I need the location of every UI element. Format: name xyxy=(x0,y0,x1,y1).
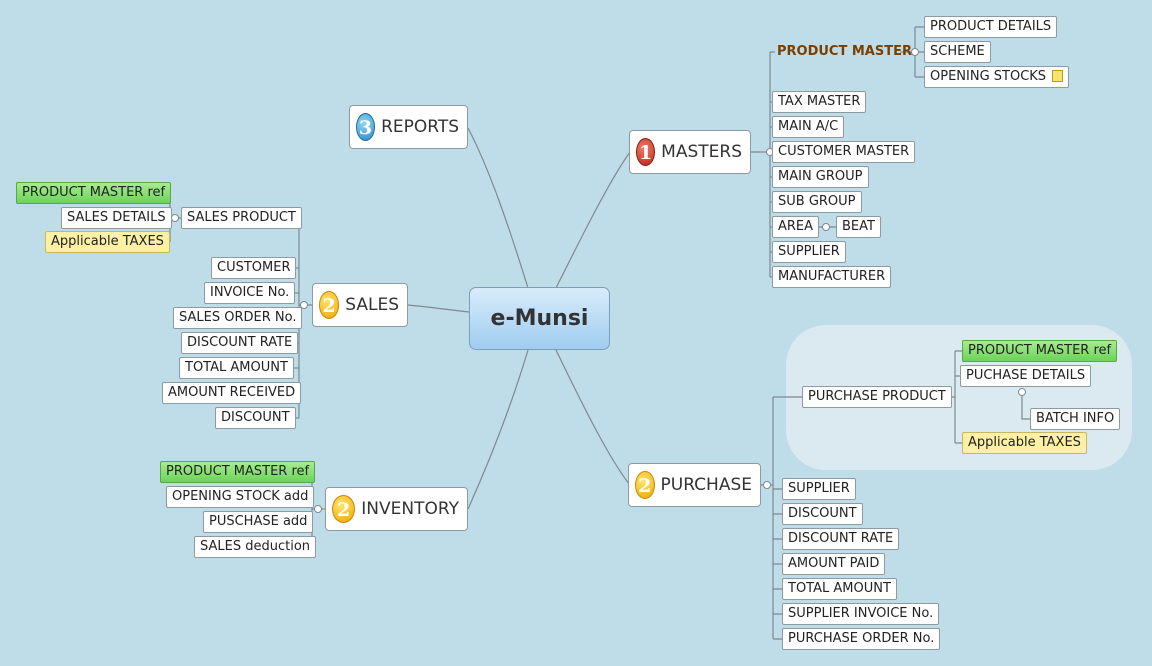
number-2-gold-icon: 2 xyxy=(635,471,655,499)
topic-reports-label: REPORTS xyxy=(381,117,459,137)
tax-master-node[interactable]: TAX MASTER xyxy=(772,91,867,113)
topic-inventory-label: INVENTORY xyxy=(361,499,459,519)
supplier-node[interactable]: SUPPLIER xyxy=(772,241,846,263)
sales-customer-node[interactable]: CUSTOMER xyxy=(211,257,297,279)
product-details-node[interactable]: PRODUCT DETAILS xyxy=(924,16,1058,38)
topic-masters[interactable]: 1 MASTERS xyxy=(629,130,751,174)
purchase-total-amount-node[interactable]: TOTAL AMOUNT xyxy=(782,578,897,600)
invoice-no-node[interactable]: INVOICE No. xyxy=(204,282,296,304)
note-icon[interactable] xyxy=(1052,69,1064,82)
manufacturer-node[interactable]: MANUFACTURER xyxy=(772,266,892,288)
topic-sales[interactable]: 2 SALES xyxy=(312,283,408,327)
puchase-details-node[interactable]: PUCHASE DETAILS xyxy=(960,365,1092,387)
scheme-node[interactable]: SCHEME xyxy=(924,41,991,63)
amount-received-node[interactable]: AMOUNT RECEIVED xyxy=(162,382,302,404)
sales-details-node[interactable]: SALES DETAILS xyxy=(61,207,172,229)
purchase-discount-rate-node[interactable]: DISCOUNT RATE xyxy=(782,528,900,550)
sales-product-node[interactable]: SALES PRODUCT xyxy=(181,207,302,229)
purchase-applicable-taxes-node[interactable]: Applicable TAXES xyxy=(962,432,1087,454)
sales-product-master-ref-node[interactable]: PRODUCT MASTER ref xyxy=(16,182,172,204)
purchase-product-master-ref-node[interactable]: PRODUCT MASTER ref xyxy=(962,340,1118,362)
sales-discount-node[interactable]: DISCOUNT xyxy=(215,407,296,429)
sales-order-no-node[interactable]: SALES ORDER No. xyxy=(173,307,303,329)
purchase-supplier-node[interactable]: SUPPLIER xyxy=(782,478,856,500)
product-master-node[interactable]: PRODUCT MASTER xyxy=(777,44,912,59)
topic-purchase-label: PURCHASE xyxy=(660,475,752,495)
main-group-node[interactable]: MAIN GROUP xyxy=(772,166,869,188)
sub-group-node[interactable]: SUB GROUP xyxy=(772,191,862,213)
supplier-invoice-no-node[interactable]: SUPPLIER INVOICE No. xyxy=(782,603,940,625)
number-3-blue-icon: 3 xyxy=(356,113,376,141)
inventory-product-master-ref-node[interactable]: PRODUCT MASTER ref xyxy=(160,461,316,483)
puschase-add-node[interactable]: PUSCHASE add xyxy=(203,511,314,533)
number-2-gold-icon: 2 xyxy=(332,495,356,523)
opening-stocks-label: OPENING STOCKS xyxy=(930,69,1047,84)
beat-node[interactable]: BEAT xyxy=(836,216,881,238)
topic-purchase[interactable]: 2 PURCHASE xyxy=(628,463,761,507)
amount-paid-node[interactable]: AMOUNT PAID xyxy=(782,553,886,575)
purchase-discount-node[interactable]: DISCOUNT xyxy=(782,503,863,525)
opening-stock-add-node[interactable]: OPENING STOCK add xyxy=(166,486,315,508)
topic-masters-label: MASTERS xyxy=(661,142,742,162)
topic-reports[interactable]: 3 REPORTS xyxy=(349,105,468,149)
topic-sales-label: SALES xyxy=(345,295,399,315)
number-1-red-icon: 1 xyxy=(636,138,656,166)
number-2-gold-icon: 2 xyxy=(319,291,340,319)
opening-stocks-node[interactable]: OPENING STOCKS xyxy=(924,66,1070,88)
sales-applicable-taxes-node[interactable]: Applicable TAXES xyxy=(45,231,170,253)
batch-info-node[interactable]: BATCH INFO xyxy=(1030,408,1121,430)
sales-deduction-node[interactable]: SALES deduction xyxy=(194,536,317,558)
purchase-order-no-node[interactable]: PURCHASE ORDER No. xyxy=(782,628,941,650)
topic-inventory[interactable]: 2 INVENTORY xyxy=(325,487,468,531)
purchase-product-node[interactable]: PURCHASE PRODUCT xyxy=(802,386,952,408)
area-node[interactable]: AREA xyxy=(772,216,820,238)
sales-total-amount-node[interactable]: TOTAL AMOUNT xyxy=(179,357,294,379)
main-ac-node[interactable]: MAIN A/C xyxy=(772,116,845,138)
central-topic[interactable]: e-Munsi xyxy=(469,287,610,350)
customer-master-node[interactable]: CUSTOMER MASTER xyxy=(772,141,916,163)
sales-discount-rate-node[interactable]: DISCOUNT RATE xyxy=(181,332,299,354)
